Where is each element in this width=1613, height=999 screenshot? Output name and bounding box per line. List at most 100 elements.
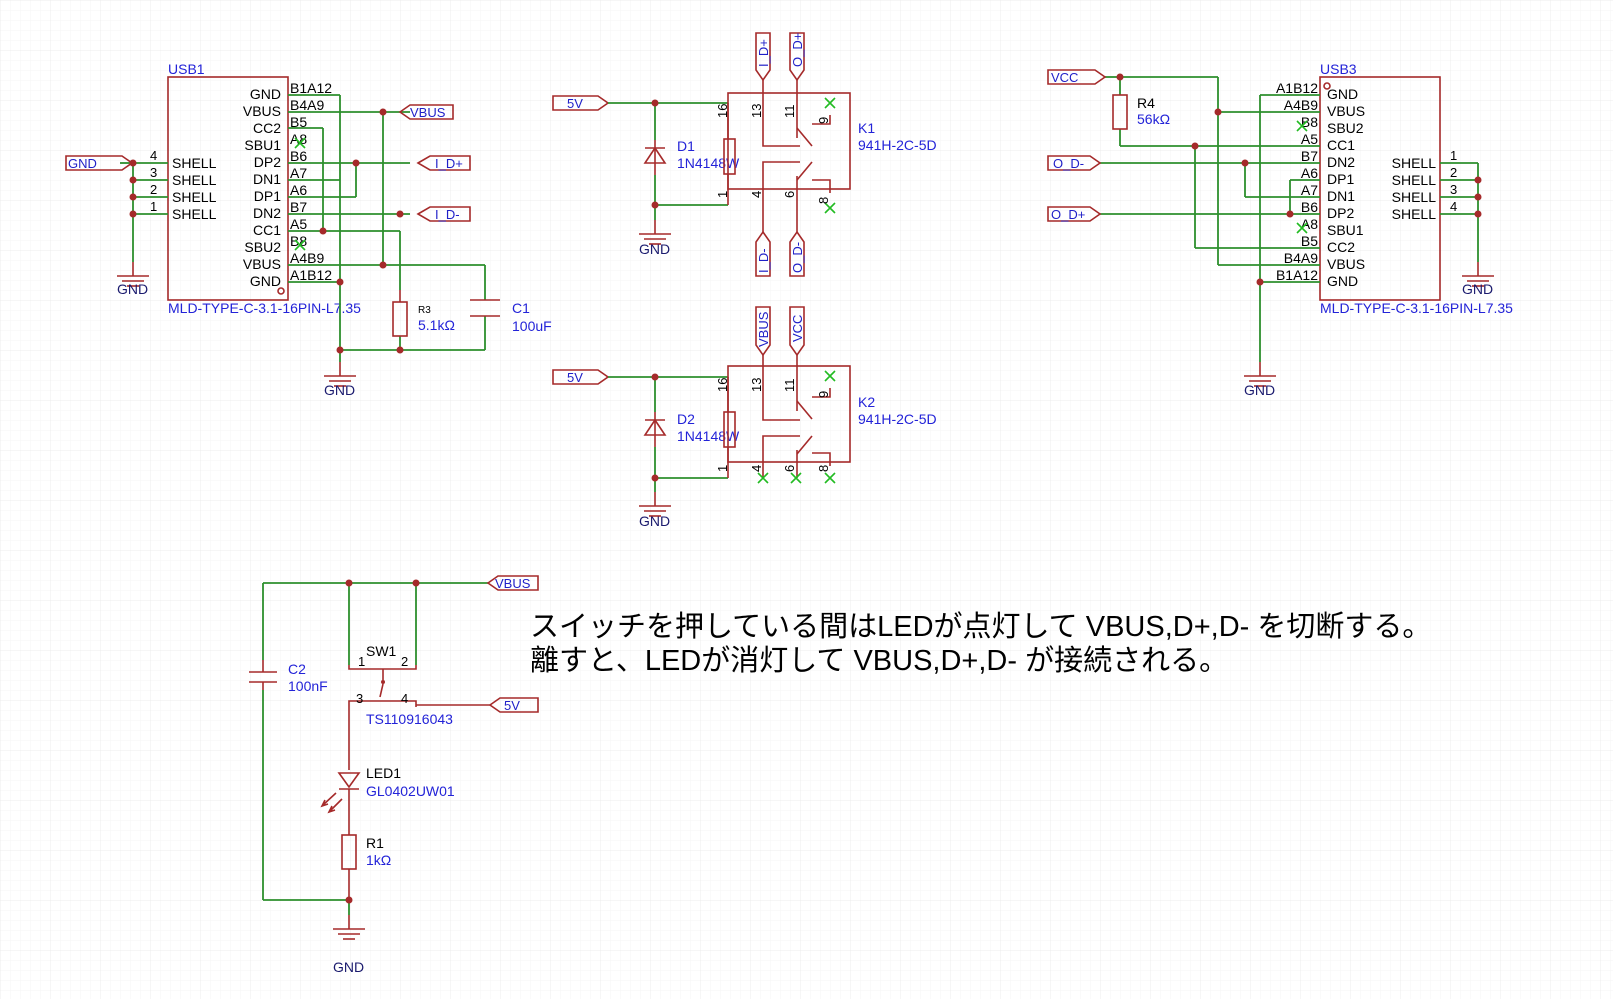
svg-text:I_D-: I_D-	[756, 248, 771, 273]
r1-value: 1kΩ	[366, 852, 391, 868]
svg-text:9: 9	[816, 391, 831, 398]
k1-bot-b-port	[789, 230, 805, 277]
usb1-inner-pin-7: DN2	[253, 205, 281, 221]
usb1-right-pin-0: B1A12	[290, 80, 332, 96]
svg-text:I_D+: I_D+	[435, 156, 463, 171]
gnd-text: GND	[1462, 281, 1493, 297]
svg-text:I_D-: I_D-	[435, 207, 460, 222]
usb1-inner-pin-8: CC1	[253, 222, 281, 238]
k2-top-b-port	[789, 306, 805, 357]
k1-5v-port	[552, 95, 610, 111]
led-led1[interactable]: LED1 GL0402UW01	[320, 765, 455, 835]
usb1-inner-pin-10: VBUS	[243, 256, 281, 272]
vbus-port-switch[interactable]: VBUS	[486, 575, 539, 591]
usb1-left-num-1: 3	[150, 165, 157, 180]
svg-text:9: 9	[816, 117, 831, 124]
svg-text:VBUS: VBUS	[756, 311, 771, 347]
vbus-port-usb1[interactable]: VBUS	[398, 104, 454, 120]
usb3-inner-pin-0: GND	[1327, 86, 1358, 102]
usb1-left-num-0: 4	[150, 148, 157, 163]
switch-led-circuit[interactable]: VBUS C2 100nF SW1 1 2 3 4 TS110916043 5V	[249, 575, 539, 975]
usb3-part: MLD-TYPE-C-3.1-16PIN-L7.35	[1320, 300, 1513, 316]
svg-text:16: 16	[715, 378, 730, 392]
k2-5v-port	[552, 369, 610, 385]
led1-ref: LED1	[366, 765, 401, 781]
usb1-right-pin-3: A8	[290, 131, 307, 147]
o-dp-port[interactable]: O_D+	[1047, 206, 1102, 222]
usb3-inner-pin-9: CC2	[1327, 239, 1355, 255]
k2-body	[727, 365, 851, 463]
svg-text:VCC: VCC	[1051, 70, 1078, 85]
gnd-text: GND	[1244, 382, 1275, 398]
svg-text:O_D-: O_D-	[790, 242, 805, 273]
usb3-inner-pin-6: DN1	[1327, 188, 1355, 204]
usb3-component[interactable]: USB3 MLD-TYPE-C-3.1-16PIN-L7.35 A1B12A4B…	[1276, 61, 1513, 316]
r4-ref: R4	[1137, 95, 1155, 111]
usb3-left-pin-0: A1B12	[1276, 80, 1318, 96]
c2-value: 100nF	[288, 678, 328, 694]
capacitor-c1[interactable]: C1 100uF	[470, 299, 552, 334]
gnd-symbol-usb1-bottom: GND	[323, 361, 357, 398]
i-dm-port[interactable]: I_D-	[416, 206, 471, 222]
resistor-r1[interactable]: R1 1kΩ	[341, 834, 391, 900]
usb3-left-pin-5: A6	[1301, 165, 1318, 181]
usb1-right-pin-6: A6	[290, 182, 307, 198]
svg-text:4: 4	[749, 465, 764, 472]
relay-k2-block[interactable]: 5V D2 1N4148W GND 16 13	[552, 306, 937, 529]
k1-top-b-port	[789, 32, 805, 82]
k1-bot-a-port	[755, 230, 771, 277]
r4-value: 56kΩ	[1137, 111, 1170, 127]
svg-text:1: 1	[715, 191, 730, 198]
usb3-left-pin-7: B6	[1301, 199, 1318, 215]
usb1-left-pin-2: SHELL	[172, 189, 217, 205]
svg-text:4: 4	[401, 691, 408, 706]
usb3-left-pin-1: A4B9	[1284, 97, 1318, 113]
usb3-ref: USB3	[1320, 61, 1357, 77]
svg-text:13: 13	[749, 104, 764, 118]
usb1-body	[167, 76, 289, 301]
svg-text:GND: GND	[68, 156, 97, 171]
svg-text:3: 3	[356, 691, 363, 706]
d2-value: 1N4148W	[677, 428, 740, 444]
usb1-inner-pin-3: SBU1	[244, 137, 281, 153]
svg-text:11: 11	[782, 105, 797, 119]
usb3-inner-pin-7: DP2	[1327, 205, 1354, 221]
svg-text:5V: 5V	[504, 698, 520, 713]
usb1-inner-pin-4: DP2	[254, 154, 281, 170]
d1-ref: D1	[677, 138, 695, 154]
capacitor-c2[interactable]: C2 100nF	[249, 660, 328, 694]
gnd-text: GND	[639, 241, 670, 257]
svg-text:1: 1	[358, 654, 365, 669]
switch-sw1[interactable]: SW1 1 2 3 4 TS110916043	[348, 643, 453, 727]
gnd-port-usb1[interactable]: GND	[65, 155, 134, 171]
gnd-text: GND	[324, 382, 355, 398]
svg-text:6: 6	[782, 191, 797, 198]
usb1-right-pin-9: B8	[290, 233, 307, 249]
usb1-inner-pin-11: GND	[250, 273, 281, 289]
5v-port-switch[interactable]: 5V	[488, 697, 539, 713]
svg-text:8: 8	[816, 197, 831, 204]
led1-value: GL0402UW01	[366, 783, 455, 799]
usb1-right-pin-5: A7	[290, 165, 307, 181]
k1-ref: K1	[858, 120, 875, 136]
sw1-value: TS110916043	[366, 711, 453, 727]
svg-text:I_D+: I_D+	[756, 39, 771, 67]
svg-text:O_D+: O_D+	[1051, 207, 1085, 222]
usb3-inner-pin-10: VBUS	[1327, 256, 1365, 272]
vcc-port[interactable]: VCC	[1047, 69, 1107, 85]
resistor-r4[interactable]: R4 56kΩ	[1112, 94, 1170, 130]
usb1-left-pin-0: SHELL	[172, 155, 217, 171]
usb1-wires	[120, 94, 486, 362]
usb1-inner-pin-9: SBU2	[244, 239, 281, 255]
usb1-inner-pin-1: VBUS	[243, 103, 281, 119]
usb1-left-num-3: 1	[150, 199, 157, 214]
usb1-component[interactable]: USB1 MLD-TYPE-C-3.1-16PIN-L7.35 SHELLSHE…	[150, 61, 361, 316]
i-dp-port[interactable]: I_D+	[416, 155, 471, 171]
relay-k1-block[interactable]: 5V D1 1N4148W GND 1	[552, 32, 937, 277]
svg-text:O_D-: O_D-	[1053, 156, 1084, 171]
c1-value: 100uF	[512, 318, 552, 334]
o-dm-port[interactable]: O_D-	[1047, 155, 1102, 171]
usb3-left-pin-6: A7	[1301, 182, 1318, 198]
resistor-r3[interactable]: R3 5.1kΩ	[392, 290, 455, 337]
